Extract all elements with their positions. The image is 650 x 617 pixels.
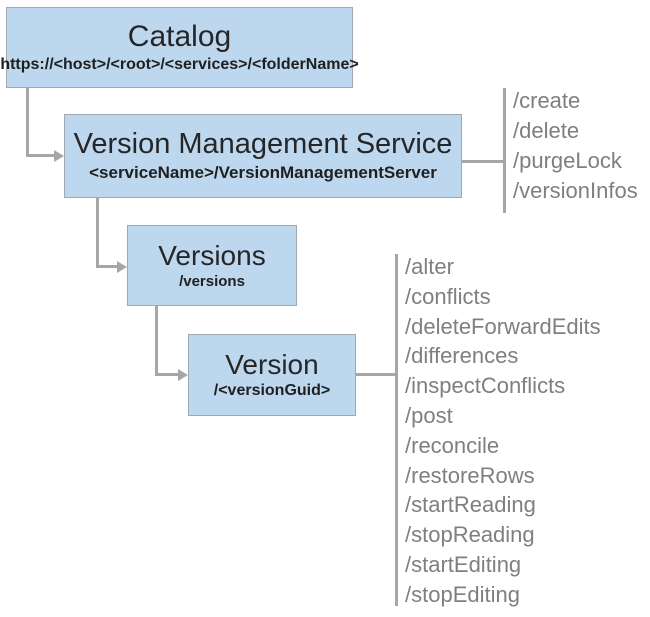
catalog-url: https://<host>/<root>/<services>/<folder… — [0, 55, 359, 73]
node-version-management-service: Version Management Service <serviceName>… — [64, 114, 462, 198]
connector-catalog-vms-horizontal — [26, 154, 54, 157]
endpoint-label: /versionInfos — [513, 178, 638, 203]
connector-versions-version-vertical — [155, 306, 158, 376]
endpoint-label: /delete — [513, 118, 580, 143]
endpoint-label: /post — [405, 402, 453, 428]
endpoint-label: /differences — [405, 343, 519, 369]
version-path: /<versionGuid> — [213, 381, 331, 399]
arrowhead-right-icon — [117, 260, 127, 273]
endpoint-label: /deleteForwardEdits — [405, 313, 601, 339]
endpoint-label: /stopReading — [405, 522, 535, 548]
endpoint-label: /stopEditing — [405, 581, 520, 607]
endpoint-label: /alter — [405, 254, 454, 279]
endpoint-label: /restoreRows — [405, 462, 535, 488]
connector-version-endpoints — [356, 373, 396, 376]
vms-path: <serviceName>/VersionManagementServer — [89, 163, 437, 183]
vms-endpoints-bracket — [503, 88, 506, 213]
connector-vms-endpoints — [462, 160, 504, 163]
version-endpoint-list: /alter/conflicts/deleteForwardEdits/diff… — [405, 252, 601, 610]
node-version: Version /<versionGuid> — [188, 334, 356, 416]
connector-catalog-vms-vertical — [26, 88, 29, 157]
endpoint-label: /inspectConflicts — [405, 373, 566, 399]
versions-path: /versions — [179, 273, 245, 291]
versions-title: Versions — [158, 239, 266, 271]
endpoint-label: /create — [513, 88, 581, 113]
endpoint-label: /reconcile — [405, 432, 500, 458]
endpoint-label: /conflicts — [405, 283, 491, 309]
connector-versions-version-horizontal — [155, 373, 178, 376]
endpoint-label: /purgeLock — [513, 148, 622, 173]
connector-vms-versions-horizontal — [96, 265, 117, 268]
connector-vms-versions-vertical — [96, 198, 99, 268]
vms-title: Version Management Service — [73, 127, 453, 160]
node-versions: Versions /versions — [127, 225, 297, 306]
vms-endpoint-list: /create/delete/purgeLock/versionInfos — [513, 86, 638, 206]
node-catalog: Catalog https://<host>/<root>/<services>… — [0, 7, 359, 88]
catalog-title: Catalog — [127, 20, 232, 54]
version-endpoints-bracket — [395, 254, 398, 606]
arrowhead-right-icon — [178, 368, 188, 381]
version-title: Version — [225, 349, 319, 381]
arrowhead-right-icon — [54, 149, 64, 162]
endpoint-label: /startEditing — [405, 551, 522, 577]
endpoint-label: /startReading — [405, 492, 536, 518]
